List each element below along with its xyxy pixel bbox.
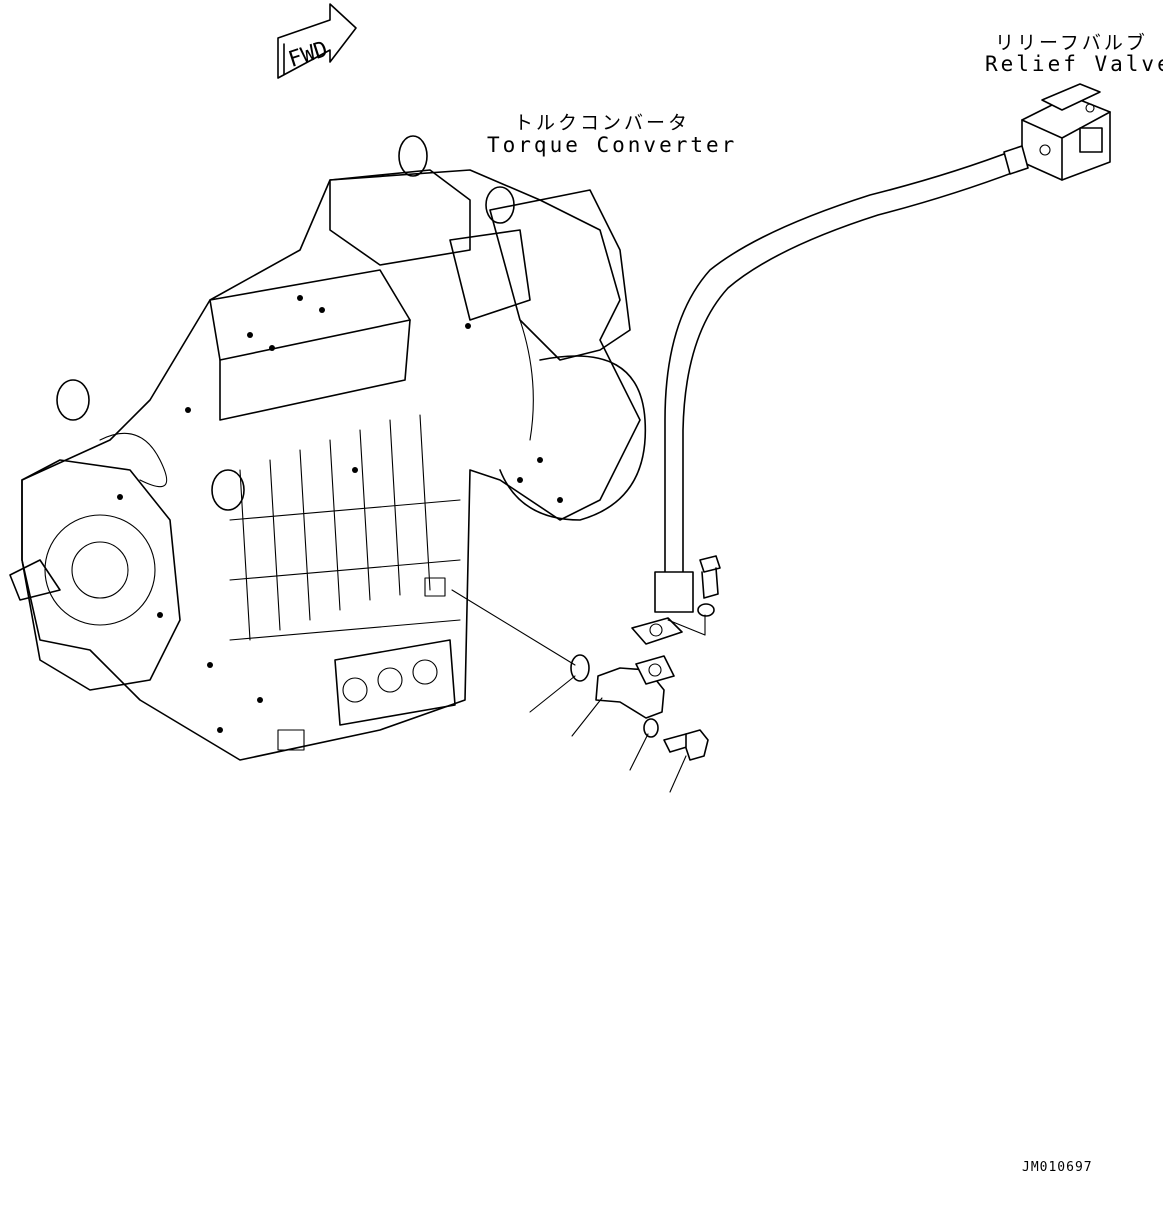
relief-valve-label-en: Relief Valve bbox=[985, 52, 1163, 76]
elbow-fitting bbox=[451, 589, 675, 737]
mounting-bolt bbox=[663, 729, 709, 793]
relief-valve-label-jp: リリーフバルブ bbox=[995, 32, 1148, 54]
fwd-arrow: FWD bbox=[277, 3, 357, 79]
relief-hose bbox=[631, 145, 1029, 645]
drawing-code: JM010697 bbox=[1022, 1160, 1093, 1175]
washer bbox=[629, 718, 659, 771]
o-ring bbox=[529, 654, 590, 713]
torque-converter-label-jp: トルクコンバータ bbox=[514, 112, 691, 134]
relief-valve bbox=[1021, 83, 1111, 181]
transmission-assembly bbox=[9, 135, 647, 761]
hose-bolt bbox=[667, 555, 721, 636]
torque-converter-label-en: Torque Converter bbox=[487, 133, 738, 157]
